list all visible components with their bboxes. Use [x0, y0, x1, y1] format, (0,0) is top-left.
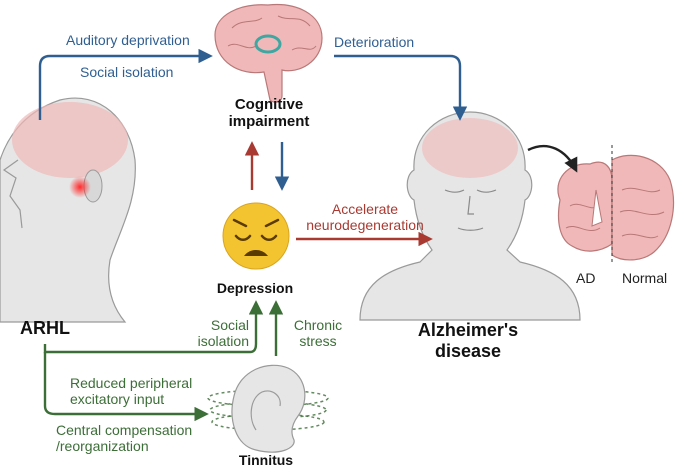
- node-arhl: ARHL: [20, 318, 70, 338]
- arrow-arhl-to-depression: [43, 300, 264, 354]
- arrow-arhl-to-brain: [38, 48, 213, 120]
- brain-slices-illustration: [557, 145, 675, 262]
- label-deterioration: Deterioration: [334, 34, 415, 50]
- node-depression: Depression: [216, 280, 294, 296]
- alzheimers-brain-icon: [422, 118, 518, 178]
- label-auditory-deprivation: Auditory deprivation: [66, 32, 190, 48]
- arrow-brain-to-alzheimers: [334, 54, 468, 121]
- hippocampus-icon: [254, 34, 282, 54]
- ear-illustration: [207, 364, 329, 453]
- brain-illustration: [214, 3, 323, 103]
- normal-brain-slice: [611, 154, 675, 261]
- label-ad: AD: [576, 270, 596, 286]
- ad-brain-slice: [557, 161, 613, 252]
- ear-highlight-icon: [69, 176, 91, 198]
- sad-face-icon: [222, 202, 290, 270]
- node-tinnitus: Tinnitus: [238, 452, 294, 468]
- label-social-isolation-top: Social isolation: [80, 64, 174, 80]
- label-normal: Normal: [622, 270, 668, 286]
- arrow-arhl-to-tinnitus: [43, 352, 209, 422]
- arhl-head-illustration: [0, 97, 136, 323]
- arrow-alzheimers-to-slices: [527, 144, 578, 173]
- label-central-compensation: Central compensation/reorganization: [56, 422, 193, 455]
- arhl-brain-icon: [12, 102, 128, 178]
